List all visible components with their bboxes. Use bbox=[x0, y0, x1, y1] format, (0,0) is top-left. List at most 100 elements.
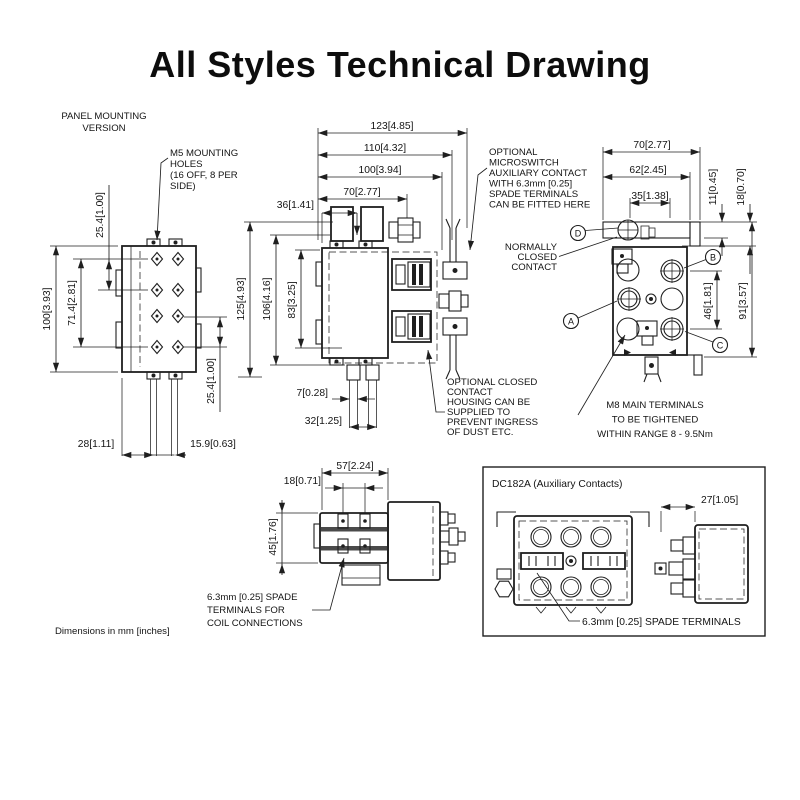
coil-spade-terminals bbox=[337, 513, 371, 554]
dim-side-h106: 106[4.16] bbox=[262, 234, 345, 366]
terminal-label-b: B bbox=[683, 248, 722, 269]
terminal-label-d: D bbox=[569, 224, 619, 242]
svg-text:125[4.93]: 125[4.93] bbox=[236, 277, 247, 320]
main-terminals bbox=[616, 258, 684, 341]
dim-side-w7: 7[0.28] bbox=[297, 388, 375, 403]
housing-callout: OPTIONAL CLOSED CONTACT HOUSING CAN BE S… bbox=[426, 349, 538, 438]
dim-panel-height: 100[3.93] bbox=[42, 245, 118, 373]
svg-text:SPADE TERMINALS: SPADE TERMINALS bbox=[489, 189, 578, 200]
svg-text:18[0.71]: 18[0.71] bbox=[284, 476, 321, 487]
aux-box-title: DC182A (Auxiliary Contacts) bbox=[492, 479, 622, 490]
svg-text:6.3mm [0.25] SPADE: 6.3mm [0.25] SPADE bbox=[207, 592, 297, 603]
dim-label: 71.4[2.81] bbox=[67, 280, 78, 326]
coil-terminal-view: 57[2.24] 18[0.71] 45[1.76] bbox=[207, 461, 466, 629]
dim-coil-w18: 18[0.71] bbox=[284, 476, 383, 513]
dim-top-h11: 11[0.45] bbox=[708, 169, 726, 256]
dim-label: 28[1.11] bbox=[78, 439, 115, 450]
dim-coil-w57: 57[2.24] bbox=[321, 461, 389, 510]
svg-text:SUPPLIED TO: SUPPLIED TO bbox=[447, 407, 510, 418]
m5-callout: M5 MOUNTING HOLES (16 OFF, 8 PER SIDE) bbox=[154, 148, 238, 241]
svg-text:A: A bbox=[568, 317, 574, 327]
svg-text:35[1.38]: 35[1.38] bbox=[631, 191, 668, 202]
coil-spade-callout: 6.3mm [0.25] SPADE TERMINALS FOR COIL CO… bbox=[207, 557, 345, 629]
dim-label: 25.4[1.00] bbox=[206, 358, 217, 404]
svg-text:27[1.05]: 27[1.05] bbox=[701, 495, 738, 506]
svg-text:M8 MAIN TERMINALS: M8 MAIN TERMINALS bbox=[606, 400, 703, 411]
label-d-leader bbox=[585, 227, 619, 231]
svg-text:57[2.24]: 57[2.24] bbox=[336, 461, 373, 472]
aux-box-border bbox=[482, 466, 766, 637]
page-title: All Styles Technical Drawing bbox=[149, 44, 651, 85]
svg-text:123[4.85]: 123[4.85] bbox=[371, 121, 414, 132]
svg-text:CAN BE FITTED HERE: CAN BE FITTED HERE bbox=[489, 200, 590, 211]
top-view: D B A C bbox=[562, 140, 757, 440]
svg-text:70[2.77]: 70[2.77] bbox=[633, 140, 670, 151]
svg-text:TERMINALS FOR: TERMINALS FOR bbox=[207, 605, 285, 616]
svg-text:CONTACT: CONTACT bbox=[447, 387, 493, 398]
dim-side-w100: 100[3.94] bbox=[318, 165, 442, 181]
side-view: 123[4.85] 110[4.32] 100[3.94] 70[2.77] 3… bbox=[236, 121, 618, 438]
svg-text:OPTIONAL CLOSED: OPTIONAL CLOSED bbox=[447, 377, 537, 388]
dim-side-h83: 83[3.25] bbox=[287, 249, 342, 349]
svg-text:46[1.81]: 46[1.81] bbox=[703, 282, 714, 319]
dim-panel-pitch-bottom: 25.4[1.00] bbox=[184, 316, 227, 412]
svg-text:PREVENT INGRESS: PREVENT INGRESS bbox=[447, 417, 538, 428]
label-b-leader bbox=[683, 259, 707, 269]
normally-closed-callout: NORMALLY CLOSED CONTACT bbox=[505, 236, 618, 273]
dim-top-w62: 62[2.45] bbox=[603, 165, 690, 181]
microswitch-terminals bbox=[438, 218, 469, 380]
dim-label: 100[3.93] bbox=[42, 287, 53, 330]
svg-text:6.3mm [0.25] SPADE TERMINALS: 6.3mm [0.25] SPADE TERMINALS bbox=[582, 617, 741, 628]
contact-block-upper bbox=[391, 258, 432, 291]
dim-label: 25.4[1.00] bbox=[95, 192, 106, 238]
svg-text:62[2.45]: 62[2.45] bbox=[629, 165, 666, 176]
panel-heading-line1: PANEL MOUNTING bbox=[61, 111, 146, 122]
dim-label: 15.9[0.63] bbox=[190, 439, 236, 450]
side-body-outline bbox=[321, 247, 389, 359]
svg-text:B: B bbox=[710, 253, 716, 263]
dimensions-note: Dimensions in mm [inches] bbox=[55, 626, 170, 637]
dim-top-h18: 18[0.70] bbox=[736, 168, 754, 274]
svg-text:CONTACT: CONTACT bbox=[511, 262, 557, 273]
svg-text:106[4.16]: 106[4.16] bbox=[262, 277, 273, 320]
svg-text:WITH 6.3mm [0.25]: WITH 6.3mm [0.25] bbox=[489, 179, 572, 190]
contact-block-lower bbox=[391, 310, 432, 343]
dim-panel-bottom: 28[1.11] 15.9[0.63] bbox=[78, 439, 236, 459]
m5-mounting-holes bbox=[150, 251, 185, 355]
aux-spade-callout: 6.3mm [0.25] SPADE TERMINALS bbox=[536, 572, 741, 628]
dim-coil-h45: 45[1.76] bbox=[268, 500, 318, 575]
svg-text:18[0.70]: 18[0.70] bbox=[736, 168, 747, 205]
dim-top-h46: 46[1.81] bbox=[703, 271, 721, 329]
label-c-leader bbox=[684, 331, 714, 343]
panel-mounting-view: PANEL MOUNTING VERSION bbox=[42, 111, 238, 459]
mounting-bracket bbox=[602, 221, 691, 239]
svg-text:OF DUST ETC.: OF DUST ETC. bbox=[447, 427, 513, 438]
svg-text:MICROSWITCH: MICROSWITCH bbox=[489, 158, 559, 169]
svg-text:HOLES: HOLES bbox=[170, 159, 203, 170]
svg-text:WITHIN RANGE 8 - 9.5Nm: WITHIN RANGE 8 - 9.5Nm bbox=[597, 429, 713, 440]
dim-top-w35: 35[1.38] bbox=[630, 191, 670, 207]
dim-side-w32: 32[1.25] bbox=[305, 416, 377, 431]
svg-text:36[1.41]: 36[1.41] bbox=[277, 200, 314, 211]
svg-text:83[3.25]: 83[3.25] bbox=[287, 281, 298, 318]
label-a-leader bbox=[577, 300, 618, 319]
aux-spade-leader-line bbox=[536, 572, 580, 622]
svg-text:COIL CONNECTIONS: COIL CONNECTIONS bbox=[207, 618, 303, 629]
svg-text:7[0.28]: 7[0.28] bbox=[297, 388, 329, 399]
svg-text:70[2.77]: 70[2.77] bbox=[343, 187, 380, 198]
m8-callout: M8 MAIN TERMINALS TO BE TIGHTENED WITHIN… bbox=[577, 334, 713, 440]
svg-text:(16 OFF, 8 PER: (16 OFF, 8 PER bbox=[170, 170, 238, 181]
svg-text:M5 MOUNTING: M5 MOUNTING bbox=[170, 148, 238, 159]
terminal-label-c: C bbox=[684, 331, 729, 354]
dim-side-w110: 110[4.32] bbox=[318, 143, 452, 159]
svg-text:45[1.76]: 45[1.76] bbox=[268, 518, 279, 555]
svg-text:TO BE TIGHTENED: TO BE TIGHTENED bbox=[612, 415, 699, 426]
svg-text:110[4.32]: 110[4.32] bbox=[364, 143, 406, 154]
m5-leader-line bbox=[154, 157, 169, 241]
svg-text:AUXILIARY CONTACT: AUXILIARY CONTACT bbox=[489, 168, 587, 179]
coil-spade-leader-line bbox=[312, 557, 345, 611]
svg-text:OPTIONAL: OPTIONAL bbox=[489, 147, 538, 158]
microswitch-brackets bbox=[611, 248, 658, 346]
optional-housing-outline bbox=[328, 251, 438, 364]
